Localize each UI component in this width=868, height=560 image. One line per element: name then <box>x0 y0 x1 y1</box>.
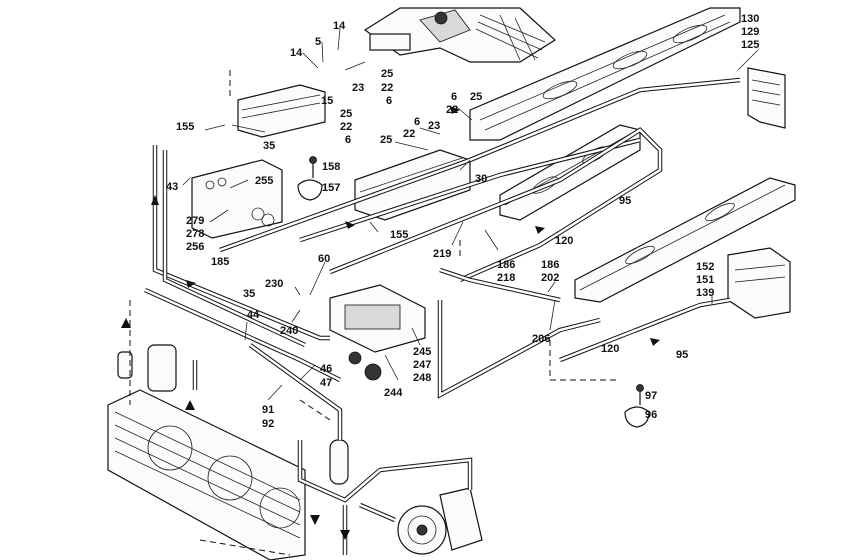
callout-label: 120 <box>555 235 573 247</box>
callout-label: 279 <box>186 215 204 227</box>
arrow-icon <box>186 280 196 288</box>
callout-label: 6 <box>414 116 420 128</box>
evaporator-left-top <box>237 84 326 138</box>
pump-block <box>329 284 426 381</box>
callout-label: 185 <box>211 256 229 268</box>
callout-label: 60 <box>318 253 330 265</box>
callout-label: 186 <box>497 259 515 271</box>
arrow-icon <box>345 221 355 229</box>
callout-label: 151 <box>696 274 714 286</box>
arrow-icon <box>185 400 195 410</box>
reference-dash-lines <box>129 70 618 556</box>
evaporator-center <box>354 149 471 221</box>
callout-label: 230 <box>265 278 283 290</box>
callout-label: 206 <box>532 333 550 345</box>
callout-label: 186 <box>541 259 559 271</box>
callout-label: 129 <box>741 26 759 38</box>
callout-label: 46 <box>320 363 332 375</box>
callout-label: 125 <box>741 39 759 51</box>
callout-label: 22 <box>403 128 415 140</box>
callout-label: 95 <box>676 349 688 361</box>
callout-label: 14 <box>333 20 346 32</box>
callout-label: 23 <box>428 120 440 132</box>
callout-label: 157 <box>322 182 340 194</box>
callout-label: 202 <box>541 272 559 284</box>
callout-label: 152 <box>696 261 714 273</box>
callout-label: 25 <box>381 68 393 80</box>
callout-label: 248 <box>413 372 431 384</box>
callout-label: 278 <box>186 228 204 240</box>
arrow-icon <box>340 530 350 540</box>
callout-label: 22 <box>340 121 352 133</box>
callout-label: 5 <box>315 36 321 48</box>
condenser <box>107 389 306 560</box>
callout-label: 245 <box>413 346 431 358</box>
callout-label: 240 <box>280 325 298 337</box>
callout-label: 6 <box>345 134 351 146</box>
callout-label: 23 <box>352 82 364 94</box>
leader-lines <box>182 27 759 401</box>
accumulator <box>117 344 177 392</box>
callout-label: 96 <box>645 409 657 421</box>
callout-label: 256 <box>186 241 204 253</box>
refrigerant-lines <box>144 77 741 555</box>
callout-label: 30 <box>475 173 487 185</box>
receiver-drier <box>329 439 349 485</box>
arrow-icon <box>310 515 320 525</box>
arrow-icon <box>535 226 545 234</box>
arrow-icon <box>450 106 460 114</box>
flow-arrows <box>121 106 660 540</box>
top-center-unit <box>363 7 556 63</box>
callout-label: 120 <box>601 343 619 355</box>
callout-labels: 14 5 14 25 22 6 23 15 25 22 6 130 129 12… <box>166 13 759 430</box>
callout-label: 97 <box>645 390 657 402</box>
callout-label: 155 <box>176 121 194 133</box>
arrow-icon <box>650 338 660 346</box>
heater-core <box>191 159 283 239</box>
callout-label: 25 <box>340 108 352 120</box>
callout-label: 247 <box>413 359 431 371</box>
callout-label: 25 <box>380 134 392 146</box>
callout-label: 6 <box>386 95 392 107</box>
callout-label: 35 <box>243 288 255 300</box>
callout-label: 15 <box>321 95 333 107</box>
callout-label: 22 <box>446 104 458 116</box>
callout-label: 219 <box>433 248 451 260</box>
callout-label: 47 <box>320 377 332 389</box>
callout-label: 92 <box>262 418 274 430</box>
callout-label: 14 <box>290 47 303 59</box>
callout-label: 6 <box>451 91 457 103</box>
clip-fastener-lower <box>624 384 650 428</box>
rear-heater-box-bottom <box>727 247 791 319</box>
callout-label: 95 <box>619 195 631 207</box>
callout-label: 244 <box>384 387 403 399</box>
callout-label: 130 <box>741 13 759 25</box>
top-grille <box>475 14 546 61</box>
callout-label: 158 <box>322 161 340 173</box>
clip-fastener-upper <box>297 156 323 201</box>
arrow-icon <box>121 318 131 328</box>
callout-label: 139 <box>696 287 714 299</box>
callout-label: 25 <box>470 91 482 103</box>
air-duct-upper <box>469 7 741 141</box>
callout-label: 22 <box>381 82 393 94</box>
callout-label: 43 <box>166 181 178 193</box>
callout-label: 44 <box>247 309 260 321</box>
callout-label: 35 <box>263 140 275 152</box>
callout-label: 218 <box>497 272 515 284</box>
rear-heater-box-top <box>747 67 786 129</box>
air-duct-lower <box>574 177 796 303</box>
callout-label: 155 <box>390 229 408 241</box>
arrow-icon <box>151 195 159 205</box>
callout-label: 255 <box>255 175 273 187</box>
ac-compressor <box>397 487 483 555</box>
callout-label: 91 <box>262 404 274 416</box>
